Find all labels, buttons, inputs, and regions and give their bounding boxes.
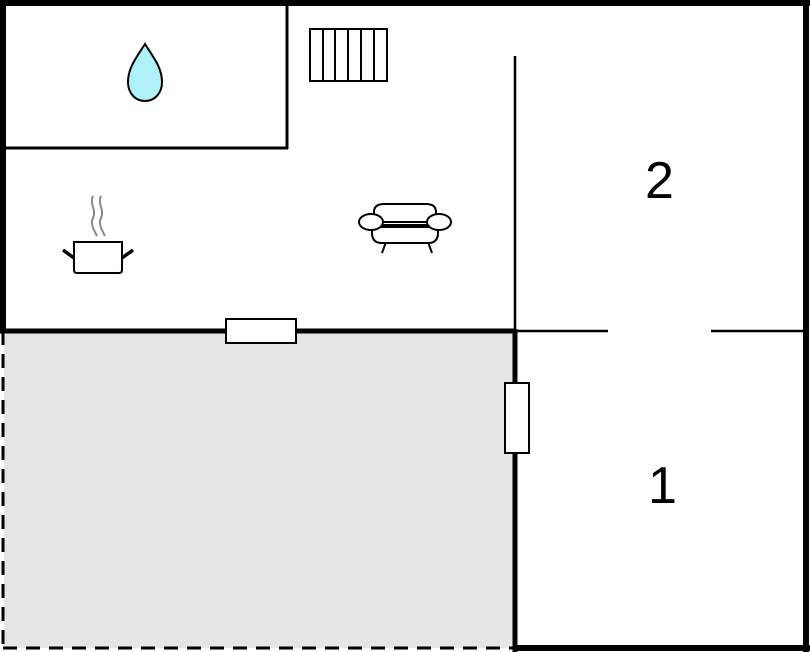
water-drop-icon xyxy=(126,42,164,103)
sofa-icon xyxy=(358,203,452,254)
inner-walls xyxy=(3,3,806,333)
terrace-area xyxy=(1,331,515,650)
room-label-2: 2 xyxy=(645,152,674,210)
room-label-1: 1 xyxy=(648,457,677,515)
window-vertical xyxy=(504,382,530,454)
radiator-icon xyxy=(309,28,388,82)
window-horizontal xyxy=(225,318,297,344)
cooking-pot-icon xyxy=(61,195,135,274)
